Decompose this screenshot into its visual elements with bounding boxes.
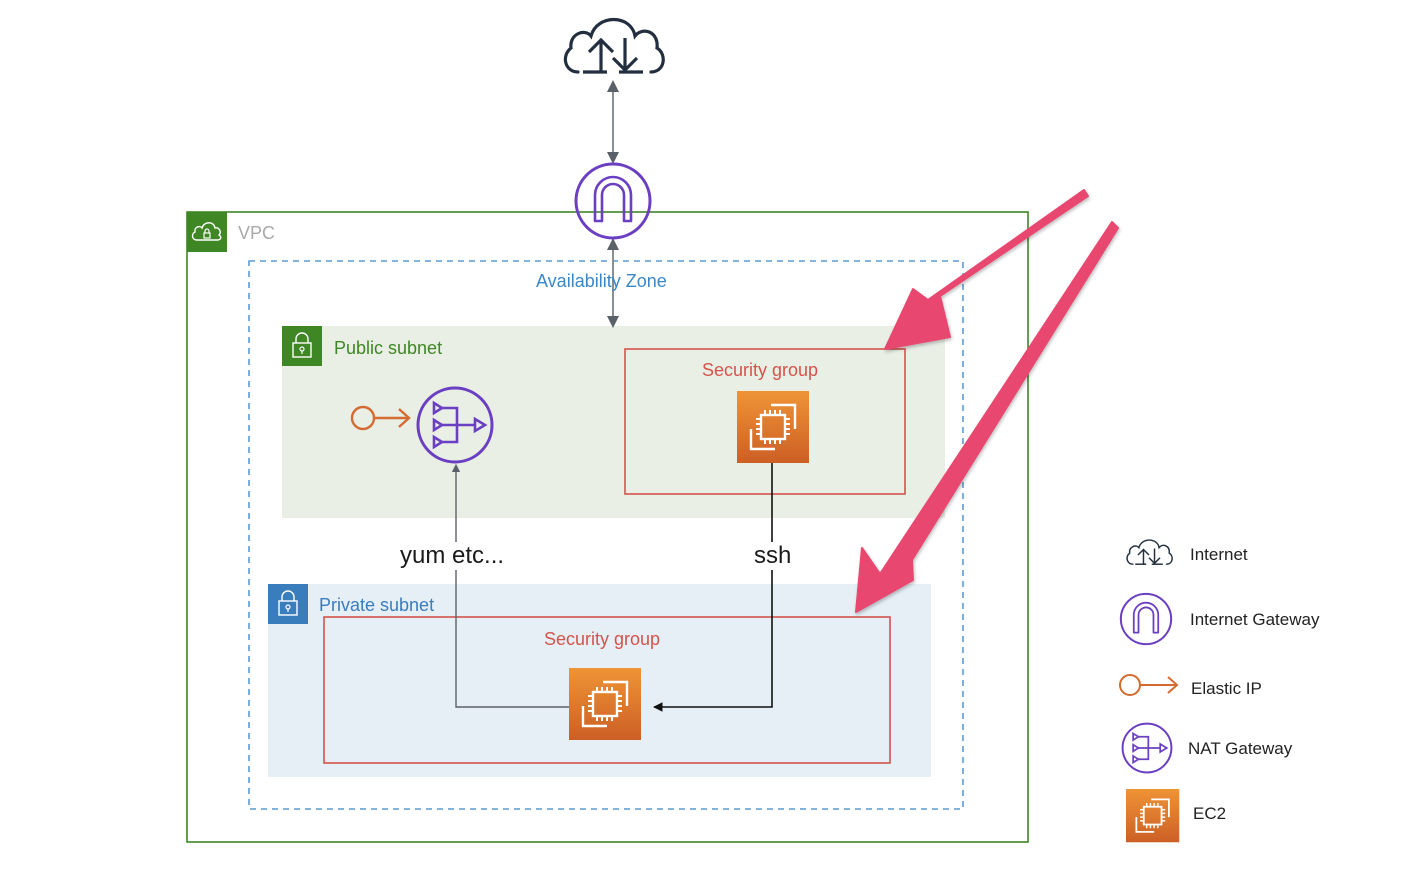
security-group-public <box>624 348 906 495</box>
lock-icon <box>292 332 312 358</box>
legend-internet-gateway-icon <box>1119 592 1173 646</box>
vpc-container <box>186 211 1029 843</box>
ec2-public-icon[interactable] <box>735 389 811 465</box>
internet-gateway-icon[interactable] <box>574 162 652 240</box>
legend-internet-icon <box>1126 539 1173 565</box>
elastic-ip-icon[interactable] <box>350 405 411 431</box>
security-group-private <box>323 616 891 764</box>
availability-zone-container <box>248 260 964 810</box>
edge-yum-label: yum etc... <box>398 542 507 570</box>
public-subnet-label: Public subnet <box>334 338 443 358</box>
legend-internet-gateway-label: Internet Gateway <box>1190 610 1320 629</box>
vpc-cloud-lock-icon <box>191 222 222 241</box>
vpc-badge <box>187 212 227 252</box>
legend-ec2-icon <box>1125 788 1181 844</box>
internet-cloud-icon <box>563 17 665 74</box>
security-group-private-label: Security group <box>544 629 661 649</box>
public-subnet-badge <box>282 326 322 366</box>
availability-zone-label: Availability Zone <box>536 271 667 291</box>
private-subnet-badge <box>268 584 308 624</box>
edge-ssh-label: ssh <box>752 542 794 570</box>
vpc-label: VPC <box>238 223 276 243</box>
lock-icon <box>278 590 298 616</box>
public-subnet-container <box>282 326 945 518</box>
legend-elastic-ip-icon <box>1119 674 1179 696</box>
private-subnet-label: Private subnet <box>319 595 435 615</box>
security-group-public-label: Security group <box>702 360 819 380</box>
legend-ec2-label: EC2 <box>1193 804 1227 823</box>
ec2-private-icon[interactable] <box>567 666 643 742</box>
legend-nat-gateway-icon <box>1121 722 1173 774</box>
legend-internet-label: Internet <box>1190 545 1248 564</box>
highlight-arrow-public-sg <box>884 189 1089 350</box>
highlight-arrow-private-sg <box>855 221 1119 613</box>
legend-nat-gateway-label: NAT Gateway <box>1188 739 1293 758</box>
legend-elastic-ip-label: Elastic IP <box>1191 679 1262 698</box>
